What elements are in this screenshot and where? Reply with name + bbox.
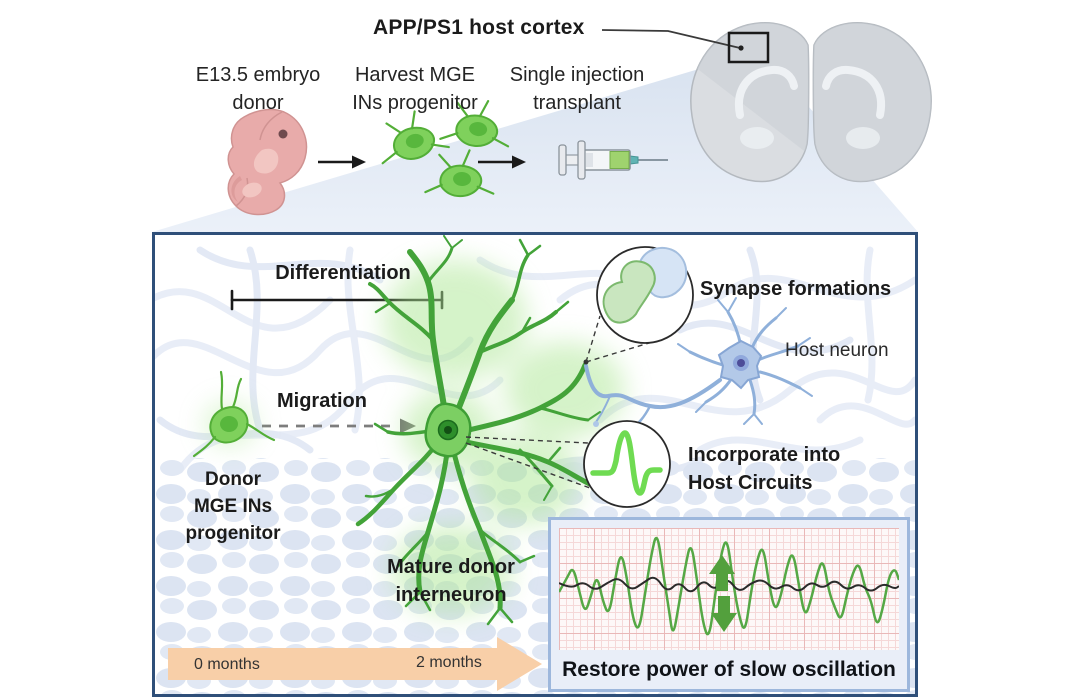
incorporate-label: Incorporate into Host Circuits xyxy=(688,444,841,494)
neuron-glow xyxy=(204,260,625,615)
figure-title: APP/PS1 host cortex xyxy=(373,16,603,40)
migration-label: Migration xyxy=(277,390,367,412)
syringe xyxy=(558,140,668,180)
eeg-chart xyxy=(557,528,901,650)
donor-progenitor-cell xyxy=(192,370,276,458)
embryo xyxy=(227,108,308,216)
step-label-embryo: E13.5 embryo donor xyxy=(195,64,321,114)
eeg-traces xyxy=(557,536,901,636)
differentiation-label: Differentiation xyxy=(275,262,411,284)
brain-coronal-section xyxy=(690,22,932,183)
oscillation-inset: Restore power of slow oscillation xyxy=(548,517,910,692)
host-neuron-label: Host neuron xyxy=(785,340,889,361)
timeline-end-label: 2 months xyxy=(416,654,482,671)
cortex-panel-frame xyxy=(152,232,918,697)
mature-interneuron-label: Mature donor interneuron xyxy=(387,556,515,606)
step-label-harvest: Harvest MGE INs progenitor xyxy=(352,64,478,114)
step-label-injection: Single injection transplant xyxy=(509,64,645,114)
green-wave xyxy=(557,536,901,636)
workflow-arrow-2 xyxy=(478,155,526,169)
black-wave xyxy=(558,576,900,593)
action-potential-inset xyxy=(583,420,671,508)
oscillation-caption: Restore power of slow oscillation xyxy=(562,658,896,681)
synapse-formations-label: Synapse formations xyxy=(700,278,892,300)
donor-progenitor-label: Donor MGE INs progenitor xyxy=(185,469,281,544)
timeline-arrow xyxy=(168,637,542,691)
cortex-callout xyxy=(601,29,770,64)
synapse-inset xyxy=(596,246,694,344)
increase-arrow-icon xyxy=(709,555,735,591)
timeline-start-label: 0 months xyxy=(194,656,260,673)
workflow-arrow-1 xyxy=(318,155,366,169)
figure-title-text: APP/PS1 host cortex xyxy=(373,16,585,39)
decrease-arrow-icon xyxy=(711,596,737,632)
mature-interneuron xyxy=(355,235,630,626)
